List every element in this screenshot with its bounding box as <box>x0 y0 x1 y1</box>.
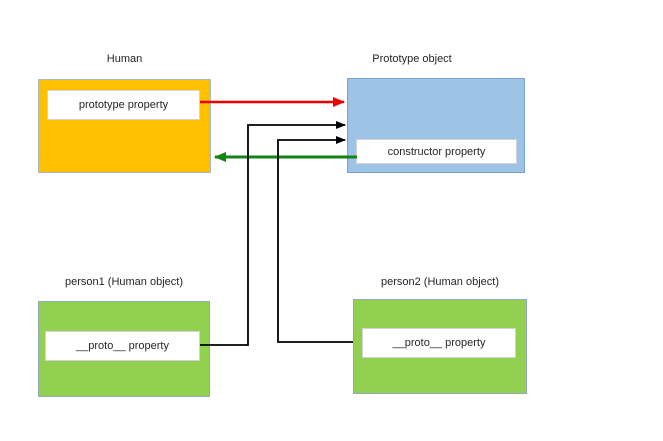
person1-node-title: person1 (Human object) <box>64 276 183 288</box>
person2-proto-arrow <box>277 136 353 343</box>
prototype-object-node-title: Prototype object <box>372 53 452 65</box>
person1-proto-arrow <box>200 121 346 346</box>
person2-node-title: person2 (Human object) <box>380 276 499 288</box>
human-node-title: Human <box>106 53 143 65</box>
prototype-object-constructor-property-box: constructor property <box>356 139 517 164</box>
person1-proto-property-box: __proto__ property <box>45 331 200 361</box>
person2-proto-property-box: __proto__ property <box>362 328 516 358</box>
human-prototype-property-box: prototype property <box>47 90 200 120</box>
